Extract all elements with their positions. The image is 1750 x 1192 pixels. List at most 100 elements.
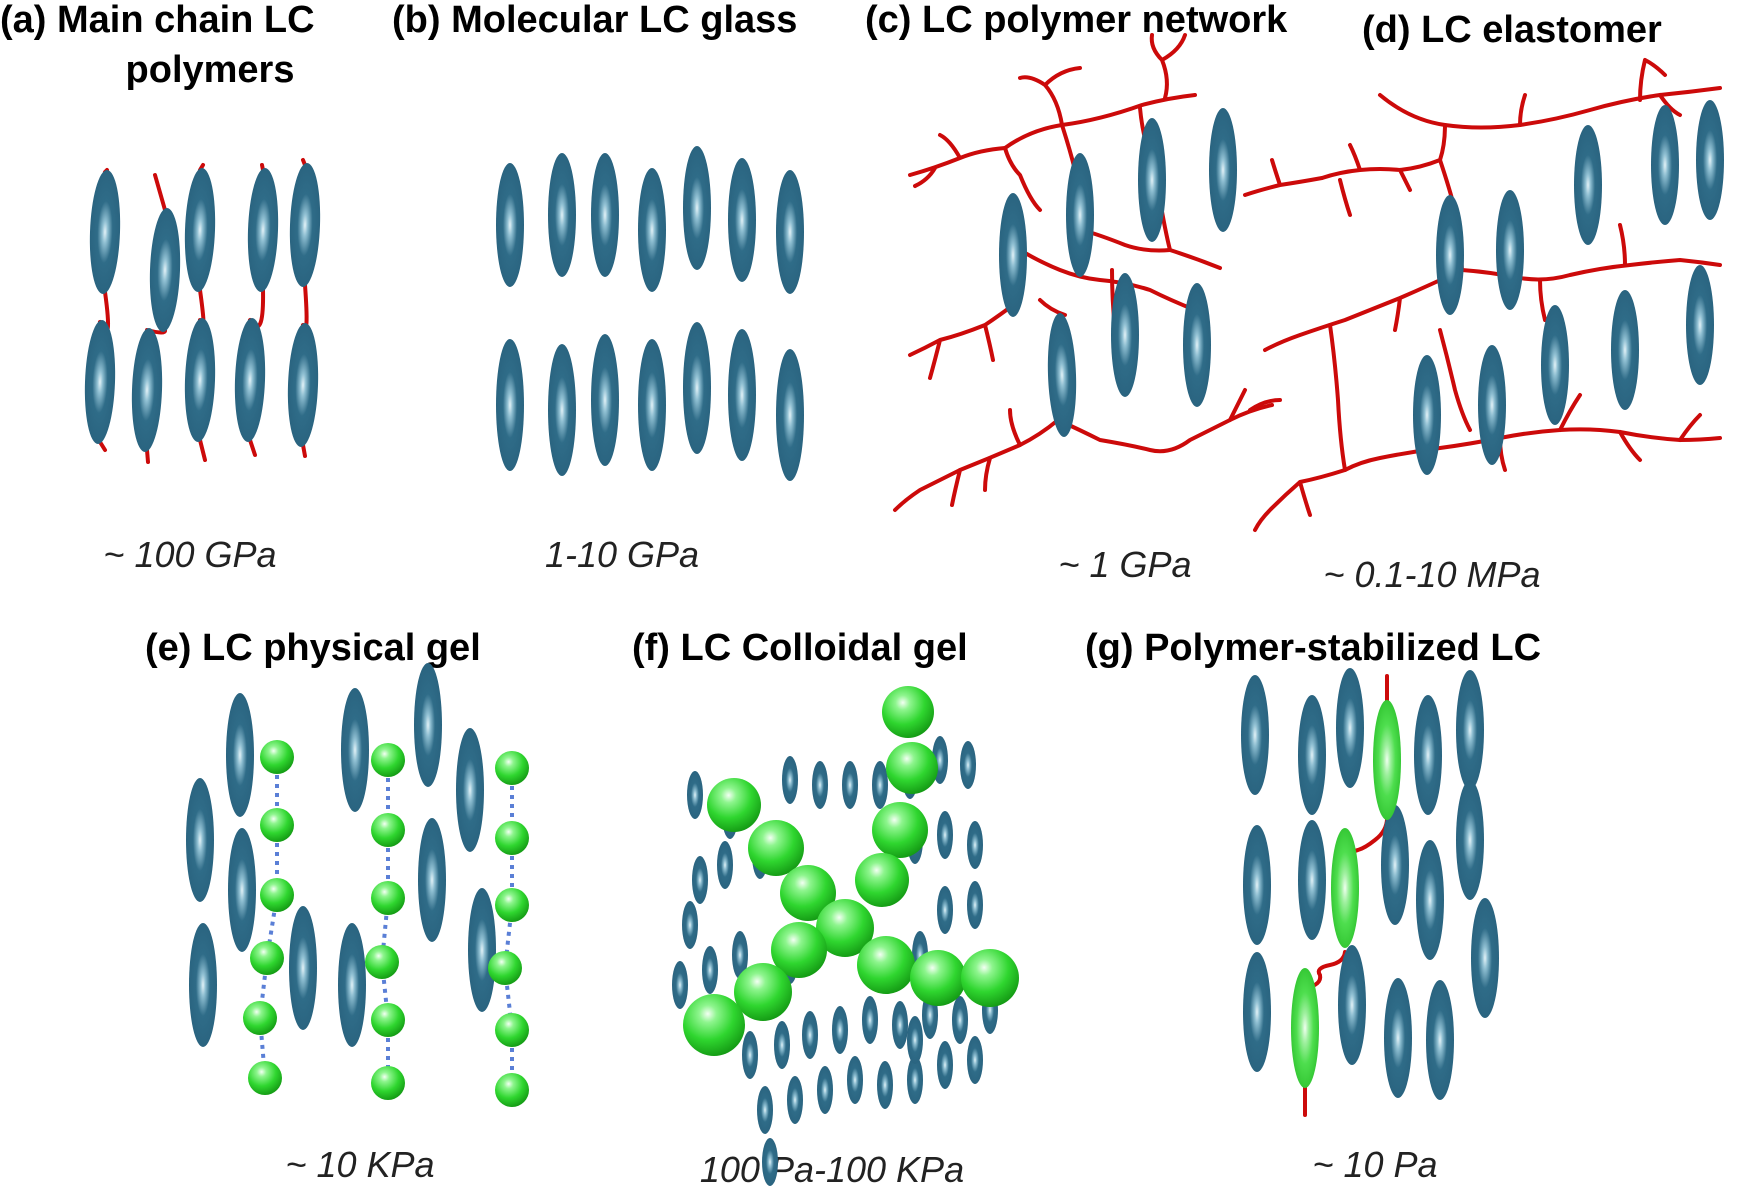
panel-b: (b) Molecular LC glass 1-10 GPa: [392, 0, 804, 575]
main-chain-mesogens: [84, 163, 321, 452]
mesogen: [496, 163, 524, 287]
gelator-sphere: [371, 1003, 405, 1037]
mesogen: [862, 996, 878, 1044]
mesogen: [999, 193, 1027, 317]
mesogen: [967, 1036, 983, 1084]
colloidal-particle: [707, 778, 761, 832]
chain-segment: [153, 173, 167, 212]
mesogen: [289, 906, 317, 1030]
mesogen: [638, 339, 666, 471]
mesogen: [802, 1011, 818, 1059]
mesogen: [341, 688, 369, 812]
mesogen: [1338, 945, 1366, 1065]
chain-segment: [301, 443, 307, 458]
mesogen: [1138, 118, 1166, 242]
mesogen: [234, 318, 266, 442]
mesogen: [967, 881, 983, 929]
mesogen: [967, 821, 983, 869]
gelator-sphere: [495, 888, 529, 922]
mesogen: [672, 961, 688, 1009]
mesogen: [702, 946, 718, 994]
panel-e-title: (e) LC physical gel: [145, 627, 481, 669]
panel-g: (g) Polymer-stabilized LC ~ 10 Pa: [1085, 627, 1541, 1185]
mesogen: [937, 886, 953, 934]
mesogen: [84, 320, 116, 444]
mesogen: [456, 728, 484, 852]
mesogen: [226, 693, 254, 817]
gelator-sphere: [371, 881, 405, 915]
panel-e-modulus: ~ 10 KPa: [285, 1144, 434, 1185]
mesogen: [907, 1016, 923, 1064]
chain-segment: [248, 438, 257, 457]
physical-gel-mesogens: [186, 663, 496, 1047]
gelator-sphere: [495, 1013, 529, 1047]
panel-b-modulus: 1-10 GPa: [545, 534, 699, 575]
colloidal-particle: [872, 802, 928, 858]
polymer-stabilized-mesogens: [1241, 668, 1499, 1100]
green-mesogen: [1331, 828, 1359, 948]
mesogen: [1381, 805, 1409, 925]
mesogen: [418, 818, 446, 942]
mesogen: [683, 146, 711, 270]
mesogen: [1696, 100, 1724, 220]
panel-g-modulus: ~ 10 Pa: [1312, 1144, 1437, 1185]
mesogen: [591, 153, 619, 277]
molecular-glass-mesogens: [496, 146, 804, 481]
mesogen: [892, 1001, 908, 1049]
mesogen: [186, 778, 214, 902]
mesogen: [1241, 675, 1269, 795]
mesogen: [776, 349, 804, 481]
panel-g-title: (g) Polymer-stabilized LC: [1085, 627, 1541, 669]
panel-a-modulus: ~ 100 GPa: [103, 534, 276, 575]
chain-segment: [301, 283, 309, 331]
mesogen: [638, 168, 666, 292]
panel-d-title: (d) LC elastomer: [1362, 9, 1662, 51]
gelator-sphere: [495, 751, 529, 785]
mesogen: [131, 328, 163, 452]
mesogen: [937, 1041, 953, 1089]
colloidal-particle: [816, 899, 874, 957]
mesogen: [1111, 273, 1139, 397]
colloidal-particle: [748, 820, 804, 876]
gelator-sphere: [495, 1073, 529, 1107]
mesogen: [728, 329, 756, 461]
colloidal-particle: [910, 950, 966, 1006]
mesogen: [832, 1006, 848, 1054]
mesogen: [682, 901, 698, 949]
mesogen: [89, 170, 121, 294]
mesogen: [247, 168, 279, 292]
mesogen: [548, 344, 576, 476]
mesogen: [757, 1086, 773, 1134]
panel-a-title-line2: polymers: [126, 49, 295, 91]
mesogen: [1574, 125, 1602, 245]
gelator-sphere: [371, 813, 405, 847]
green-mesogen: [1373, 700, 1401, 820]
mesogen: [548, 153, 576, 277]
mesogen: [847, 1056, 863, 1104]
panel-d-modulus: ~ 0.1-10 MPa: [1323, 554, 1540, 595]
gelator-sphere: [365, 945, 399, 979]
mesogen: [1047, 313, 1077, 437]
panel-f: (f) LC Colloidal gel 100 Pa-100 KPa: [632, 627, 1019, 1190]
mesogen: [1471, 898, 1499, 1018]
gelator-sphere: [260, 808, 294, 842]
mesogen: [960, 741, 976, 789]
panel-a-title-line1: (a) Main chain LC: [0, 0, 315, 41]
panel-c-title: (c) LC polymer network: [865, 0, 1288, 41]
mesogen: [1686, 265, 1714, 385]
mesogen: [1478, 345, 1506, 465]
gelator-sphere: [248, 1061, 282, 1095]
colloidal-particle: [855, 853, 909, 907]
panel-b-title: (b) Molecular LC glass: [392, 0, 797, 41]
mesogen: [289, 163, 321, 287]
mesogen: [1456, 670, 1484, 790]
mesogen: [1426, 980, 1454, 1100]
panel-e: (e) LC physical gel ~ 10 KPa: [145, 627, 529, 1185]
mesogen: [287, 323, 319, 447]
gelator-sphere: [260, 878, 294, 912]
mesogen: [692, 856, 708, 904]
mesogen: [717, 841, 733, 889]
mesogen: [1611, 290, 1639, 410]
mesogen: [1541, 305, 1569, 425]
